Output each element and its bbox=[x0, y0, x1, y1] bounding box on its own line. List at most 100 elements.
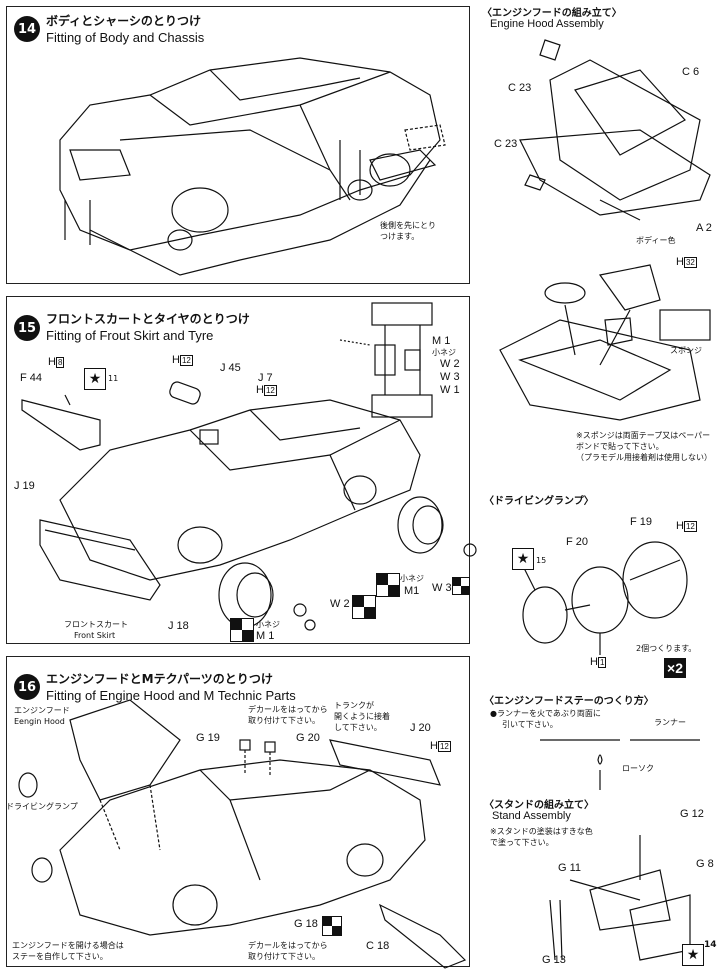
h12a-box: 12 bbox=[179, 355, 193, 366]
trunk-note-line-1: トランクが bbox=[334, 701, 374, 710]
label-m1-jp: 小ネジ bbox=[432, 348, 456, 357]
label-m1b: M1 bbox=[404, 585, 420, 597]
trunk-note: トランクが 開くように接着 して下さい。 bbox=[334, 700, 390, 733]
h12b-letter: H bbox=[256, 384, 264, 396]
hood-stay-bullet: ●ランナーを火であぶり両面に bbox=[490, 709, 601, 718]
stand-title-en: Stand Assembly bbox=[492, 810, 571, 822]
sponge-note-line-3: （プラモデル用接着剤は使用しない） bbox=[576, 453, 712, 462]
h8-box: 8 bbox=[55, 357, 65, 368]
star-ref-15: 15 bbox=[536, 556, 547, 565]
step-15-title-jp: フロントスカートとタイヤのとりつけ bbox=[46, 312, 250, 326]
label-j20: J 20 bbox=[410, 722, 431, 734]
hood-assembly-title-en: Engine Hood Assembly bbox=[490, 18, 604, 30]
decal-note-2: デカールをはってから 取り付けて下さい。 bbox=[248, 940, 328, 962]
star-ref-11: 11 bbox=[108, 374, 119, 383]
step-16-title-jp: エンジンフードとMテクパーツのとりつけ bbox=[46, 672, 273, 686]
label-g11: G 11 bbox=[558, 862, 582, 874]
step-14-title-en: Fitting of Body and Chassis bbox=[46, 30, 205, 45]
make-two-note: 2個つくります。 bbox=[636, 644, 697, 653]
label-w3b: W 3 bbox=[432, 582, 452, 594]
label-f19: F 19 bbox=[630, 516, 653, 528]
label-hood-jp: エンジンフード bbox=[14, 706, 70, 715]
driving-lamp-title-jp: 〈ドライビングランプ〉 bbox=[484, 496, 594, 507]
step-15-badge: 15 bbox=[14, 315, 40, 341]
decal-note-1: デカールをはってから 取り付けて下さい。 bbox=[248, 704, 328, 726]
step-16-panel bbox=[6, 656, 470, 967]
h32-letter: H bbox=[676, 256, 684, 268]
label-j19: J 19 bbox=[14, 480, 35, 492]
step-16-badge: 16 bbox=[14, 674, 40, 700]
h12-16-letter: H bbox=[430, 740, 438, 752]
label-j45: J 45 bbox=[220, 362, 241, 374]
label-m1b-jp: 小ネジ bbox=[400, 574, 424, 583]
decal-note-2-line-1: デカールをはってから bbox=[248, 941, 328, 950]
label-body-color: ボディー色 bbox=[636, 236, 676, 245]
label-front-skirt-en: Front Skirt bbox=[74, 631, 116, 640]
label-c23-a: C 23 bbox=[508, 82, 532, 94]
label-a2: A 2 bbox=[696, 222, 712, 234]
label-w3: W 3 bbox=[440, 371, 460, 383]
h12b-box: 12 bbox=[263, 385, 277, 396]
h12-lamp-letter: H bbox=[676, 520, 684, 532]
color-swatch-3 bbox=[352, 595, 376, 619]
decal-note-1-line-2: 取り付けて下さい。 bbox=[248, 716, 320, 725]
color-swatch-1 bbox=[376, 573, 400, 597]
label-f44: F 44 bbox=[20, 372, 43, 384]
step-16-title-en: Fitting of Engine Hood and M Technic Par… bbox=[46, 688, 296, 703]
label-j7: J 7 bbox=[258, 372, 273, 384]
label-sponge: スポンジ bbox=[670, 346, 702, 355]
stand-note-line-2: で塗って下さい。 bbox=[490, 838, 554, 847]
decal-note-1-line-1: デカールをはってから bbox=[248, 705, 328, 714]
paint-star-icon-stand: ★ bbox=[682, 944, 704, 966]
step-14-title-jp: ボディとシャーシのとりつけ bbox=[46, 14, 202, 28]
stand-note: ※スタンドの塗装はすきな色 で塗って下さい。 bbox=[490, 826, 593, 848]
quantity-x2-badge: ×2 bbox=[664, 658, 686, 678]
label-m1c-jp: 小ネジ bbox=[256, 620, 280, 629]
stand-note-line-1: ※スタンドの塗装はすきな色 bbox=[490, 827, 593, 836]
label-w2: W 2 bbox=[440, 358, 460, 370]
label-driving-lamp-jp: ドライビングランプ bbox=[6, 802, 78, 811]
h1-box: 1 bbox=[597, 657, 607, 668]
color-swatch-4 bbox=[230, 618, 254, 642]
sponge-note: ※スポンジは両面テープ又はペーパー ボンドで貼って下さい。 （プラモデル用接着剤… bbox=[576, 430, 712, 463]
h8-letter: H bbox=[48, 356, 56, 368]
h32-box: 32 bbox=[683, 257, 697, 268]
label-hood-en: Eengin Hood bbox=[14, 717, 65, 726]
rear-note-line-1: 後側を先にとり bbox=[380, 221, 436, 230]
label-g19: G 19 bbox=[196, 732, 220, 744]
label-w2b: W 2 bbox=[330, 598, 350, 610]
label-c23-b: C 23 bbox=[494, 138, 518, 150]
hood-stay-bullet-2: 引いて下さい。 bbox=[502, 720, 558, 729]
label-front-skirt-jp: フロントスカート bbox=[64, 620, 128, 629]
step-15-title-en: Fitting of Frout Skirt and Tyre bbox=[46, 328, 214, 343]
step-14-rear-note: 後側を先にとり つけます。 bbox=[380, 220, 436, 242]
label-w1: W 1 bbox=[440, 384, 460, 396]
h12-lamp-box: 12 bbox=[683, 521, 697, 532]
step-14-badge: 14 bbox=[14, 16, 40, 42]
trunk-note-line-3: して下さい。 bbox=[334, 723, 382, 732]
label-g12: G 12 bbox=[680, 808, 704, 820]
color-swatch-5 bbox=[322, 916, 342, 936]
trunk-note-line-2: 開くように接着 bbox=[334, 712, 390, 721]
hood-assembly-title-jp: 〈エンジンフードの組み立て〉 bbox=[482, 8, 622, 19]
hood-open-note-line-1: エンジンフードを開ける場合は bbox=[12, 941, 124, 950]
stand-title-jp: 〈スタンドの組み立て〉 bbox=[484, 800, 594, 811]
page-marker: 14 bbox=[704, 940, 717, 950]
sponge-note-line-2: ボンドで貼って下さい。 bbox=[576, 442, 664, 451]
label-m1c: M 1 bbox=[256, 630, 275, 642]
label-c6: C 6 bbox=[682, 66, 700, 78]
hood-open-note-line-2: ステーを自作して下さい。 bbox=[12, 952, 108, 961]
label-g13: G 13 bbox=[542, 954, 566, 966]
rear-note-line-2: つけます。 bbox=[380, 232, 420, 241]
label-j18: J 18 bbox=[168, 620, 189, 632]
label-g20: G 20 bbox=[296, 732, 320, 744]
decal-note-2-line-2: 取り付けて下さい。 bbox=[248, 952, 320, 961]
color-swatch-2 bbox=[452, 577, 470, 595]
h12-16-box: 12 bbox=[437, 741, 451, 752]
